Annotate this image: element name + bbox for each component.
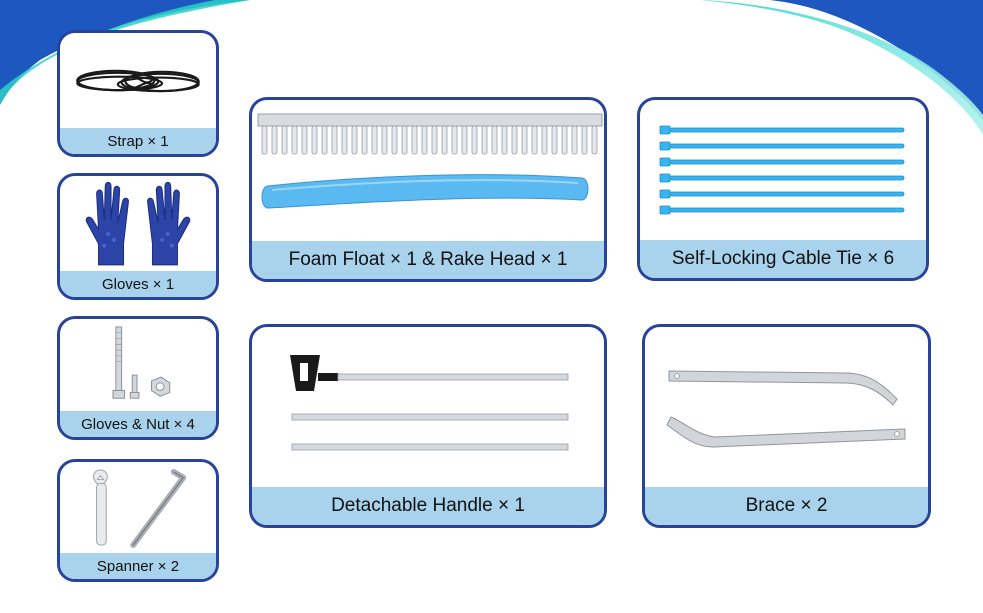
float-rake-card: Foam Float × 1 & Rake Head × 1	[249, 97, 607, 282]
rake-float-icon	[252, 100, 604, 241]
handle-poles-icon	[252, 327, 604, 487]
spanner-label: Spanner × 2	[60, 553, 216, 579]
brace-icon	[645, 327, 928, 487]
cable-tie-card: Self-Locking Cable Tie × 6	[637, 97, 929, 281]
spanner-card: Spanner × 2	[57, 459, 219, 582]
cable-tie-label: Self-Locking Cable Tie × 6	[640, 240, 926, 278]
bolt-nut-card: Gloves & Nut × 4	[57, 316, 219, 440]
handle-label: Detachable Handle × 1	[252, 487, 604, 525]
strap-card: Strap × 1	[57, 30, 219, 157]
cable-tie-icon	[640, 100, 926, 240]
float-rake-label: Foam Float × 1 & Rake Head × 1	[252, 241, 604, 279]
gloves-label: Gloves × 1	[60, 271, 216, 297]
bolt-nut-label: Gloves & Nut × 4	[60, 411, 216, 437]
bolt-nut-icon	[60, 319, 216, 411]
rope-coil-icon	[60, 33, 216, 128]
brace-card: Brace × 2	[642, 324, 931, 528]
spanner-icon	[60, 462, 216, 553]
strap-label: Strap × 1	[60, 128, 216, 154]
gloves-card: Gloves × 1	[57, 173, 219, 300]
handle-card: Detachable Handle × 1	[249, 324, 607, 528]
brace-label: Brace × 2	[645, 487, 928, 525]
gloves-icon	[60, 176, 216, 271]
